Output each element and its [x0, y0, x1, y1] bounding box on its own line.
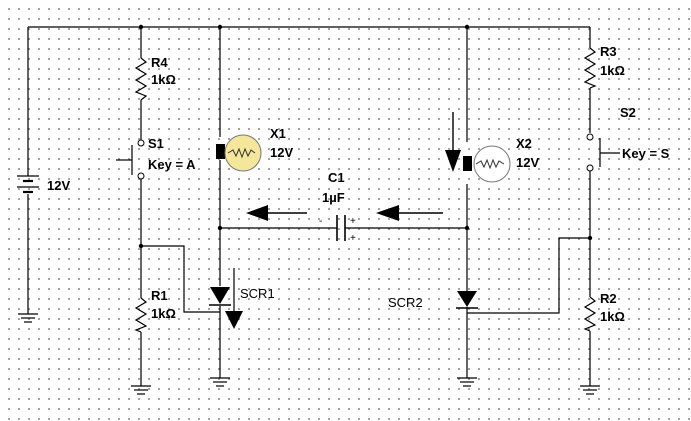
- ground-battery-icon: [18, 313, 38, 323]
- r2-name-label: R2: [600, 291, 617, 306]
- s2-name-label: S2: [620, 105, 636, 120]
- x1-value-label: 12V: [270, 145, 293, 160]
- resistor-r3: R3 1kΩ: [583, 44, 625, 89]
- c1-plus-sign-top: +: [350, 216, 356, 227]
- scr2-gate-wire: [467, 237, 590, 314]
- c1-name-label: C1: [328, 170, 345, 185]
- ground-scr1-icon: [210, 377, 230, 387]
- r2-value-label: 1kΩ: [600, 309, 625, 324]
- scr1: SCR1: [209, 268, 275, 329]
- r3-name-label: R3: [600, 44, 617, 59]
- ground-r2-icon: [580, 385, 600, 395]
- lamp-x2: X2 12V: [463, 136, 539, 183]
- junction-dots: [138, 24, 593, 249]
- resistor-r2: R2 1kΩ: [583, 291, 625, 332]
- left-arrow-icon: [376, 205, 443, 221]
- left-arrow-icon: [246, 205, 307, 221]
- down-arrow-icon: [445, 112, 461, 172]
- resistor-r1: R1 1kΩ: [134, 288, 176, 333]
- scr2: SCR2: [388, 291, 478, 310]
- capacitor-c1: C1 1µF - + +: [319, 170, 356, 244]
- switch-s1[interactable]: S1 Key = A: [116, 136, 196, 180]
- c1-minus-sign: -: [319, 216, 322, 227]
- x1-name-label: X1: [270, 126, 286, 141]
- s1-key-label: Key = A: [148, 157, 196, 172]
- ground-r1-icon: [131, 385, 151, 395]
- c1-plus-sign-bottom: +: [350, 233, 356, 244]
- ground-scr2-icon: [457, 377, 477, 387]
- lamp-x1: X1 12V: [216, 126, 293, 172]
- c1-value-label: 1µF: [322, 190, 345, 205]
- resistor-r4: R4 1kΩ: [134, 55, 176, 101]
- scr1-gate-wire: [141, 245, 220, 313]
- s2-key-label: Key = S: [622, 146, 670, 161]
- x2-name-label: X2: [516, 136, 532, 151]
- scr2-name-label: SCR2: [388, 295, 423, 310]
- current-arrows: [246, 112, 461, 221]
- r1-value-label: 1kΩ: [151, 306, 176, 321]
- wires: [27, 26, 591, 386]
- switch-s2[interactable]: S2 Key = S: [586, 105, 670, 172]
- r4-value-label: 1kΩ: [151, 72, 176, 87]
- r1-name-label: R1: [151, 288, 168, 303]
- r3-value-label: 1kΩ: [600, 63, 625, 78]
- x2-value-label: 12V: [516, 155, 539, 170]
- scr1-name-label: SCR1: [240, 286, 275, 301]
- battery-voltage-label: 12V: [47, 178, 70, 193]
- r4-name-label: R4: [151, 55, 168, 70]
- s1-name-label: S1: [148, 136, 164, 151]
- battery: 12V: [17, 175, 70, 194]
